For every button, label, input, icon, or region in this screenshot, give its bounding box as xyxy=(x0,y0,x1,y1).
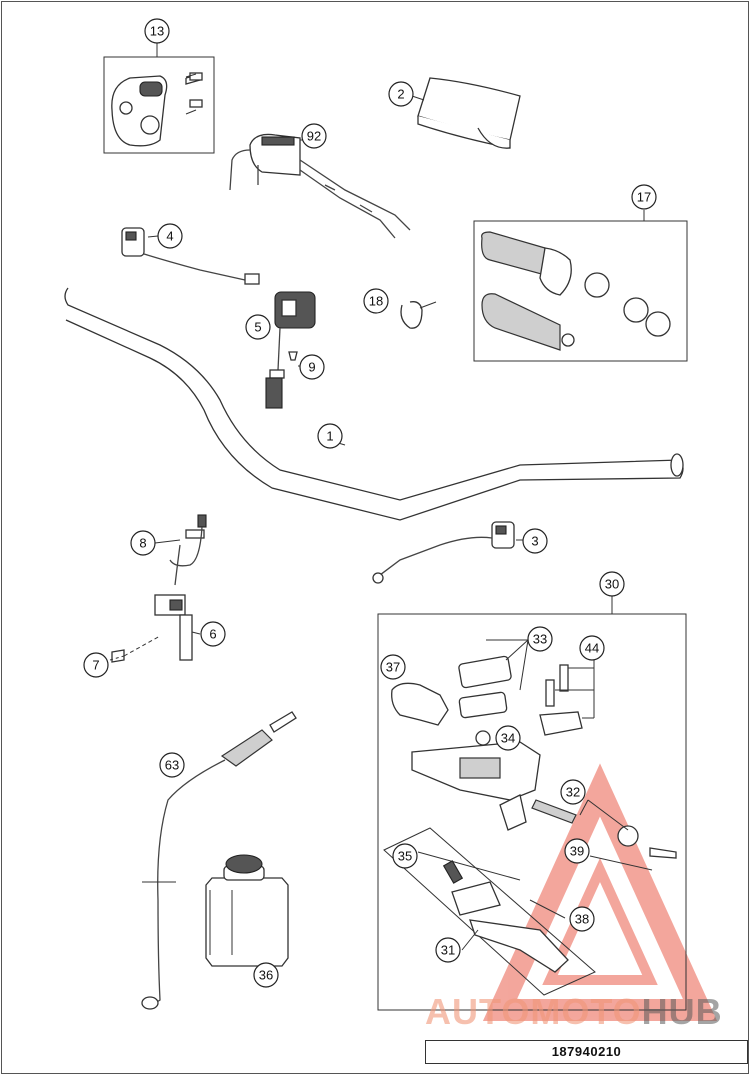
svg-text:39: 39 xyxy=(570,844,584,859)
part-9-screw xyxy=(288,351,300,367)
callout-31: 31 xyxy=(435,937,461,963)
callout-5: 5 xyxy=(245,314,271,340)
callout-37: 37 xyxy=(380,654,406,680)
part-92-throttle-housing xyxy=(229,133,411,239)
callout-44: 44 xyxy=(579,635,605,661)
svg-text:1: 1 xyxy=(326,429,333,444)
part-6-bracket xyxy=(154,594,201,661)
callout-6: 6 xyxy=(200,621,226,647)
svg-text:7: 7 xyxy=(92,658,99,673)
svg-text:6: 6 xyxy=(209,627,216,642)
svg-text:36: 36 xyxy=(259,968,273,983)
callout-17: 17 xyxy=(631,184,657,210)
svg-text:34: 34 xyxy=(501,731,515,746)
callout-2: 2 xyxy=(388,81,414,107)
svg-text:2: 2 xyxy=(397,87,404,102)
svg-text:92: 92 xyxy=(307,129,321,144)
svg-text:38: 38 xyxy=(575,912,589,927)
part-2-handlebar-pad xyxy=(411,77,521,149)
svg-text:18: 18 xyxy=(369,294,383,309)
part-18-cable-tie xyxy=(400,301,437,329)
part-17-grips-set xyxy=(473,210,688,362)
callout-18: 18 xyxy=(363,288,389,314)
svg-text:30: 30 xyxy=(605,577,619,592)
svg-text:44: 44 xyxy=(585,641,599,656)
svg-text:35: 35 xyxy=(398,849,412,864)
svg-text:9: 9 xyxy=(308,360,315,375)
svg-text:33: 33 xyxy=(533,632,547,647)
callout-13: 13 xyxy=(144,18,170,44)
watermark-text-part2: HUB xyxy=(641,991,723,1032)
part-30-clutch-master-cylinder-assembly xyxy=(377,596,687,1011)
callout-4: 4 xyxy=(157,223,183,249)
svg-text:13: 13 xyxy=(150,24,164,39)
part-36-fluid-bottle xyxy=(205,854,289,967)
part-1-handlebar xyxy=(64,287,684,521)
part-7-screw xyxy=(109,635,161,663)
svg-text:4: 4 xyxy=(166,229,173,244)
callout-9: 9 xyxy=(299,354,325,380)
callout-30: 30 xyxy=(599,571,625,597)
callout-34: 34 xyxy=(495,725,521,751)
callout-3: 3 xyxy=(522,528,548,554)
part-5-switch-block xyxy=(265,291,316,409)
watermark-text-part1: AUTOMOTO xyxy=(425,991,642,1032)
callout-7: 7 xyxy=(83,652,109,678)
svg-text:8: 8 xyxy=(139,536,146,551)
svg-text:31: 31 xyxy=(441,943,455,958)
watermark-text: AUTOMOTOHUB xyxy=(425,992,747,1032)
svg-text:5: 5 xyxy=(254,320,261,335)
callout-33: 33 xyxy=(527,626,553,652)
callout-39: 39 xyxy=(564,838,590,864)
callout-38: 38 xyxy=(569,906,595,932)
callout-32: 32 xyxy=(560,779,586,805)
callout-35: 35 xyxy=(392,843,418,869)
svg-text:37: 37 xyxy=(386,660,400,675)
drawing-number-label: 187940210 xyxy=(425,1040,748,1064)
callout-8: 8 xyxy=(130,530,156,556)
svg-text:3: 3 xyxy=(531,534,538,549)
part-3-switch xyxy=(372,521,524,584)
part-4-switch xyxy=(121,227,260,285)
callout-1: 1 xyxy=(317,423,343,449)
callout-36: 36 xyxy=(253,962,279,988)
part-8-connector-cable xyxy=(154,514,207,586)
svg-text:32: 32 xyxy=(566,785,580,800)
svg-text:63: 63 xyxy=(165,758,179,773)
callout-92: 92 xyxy=(301,123,327,149)
part-13-switch-housing xyxy=(103,43,215,154)
part-63-cable xyxy=(141,711,297,1010)
svg-text:17: 17 xyxy=(637,190,651,205)
callout-63: 63 xyxy=(159,752,185,778)
